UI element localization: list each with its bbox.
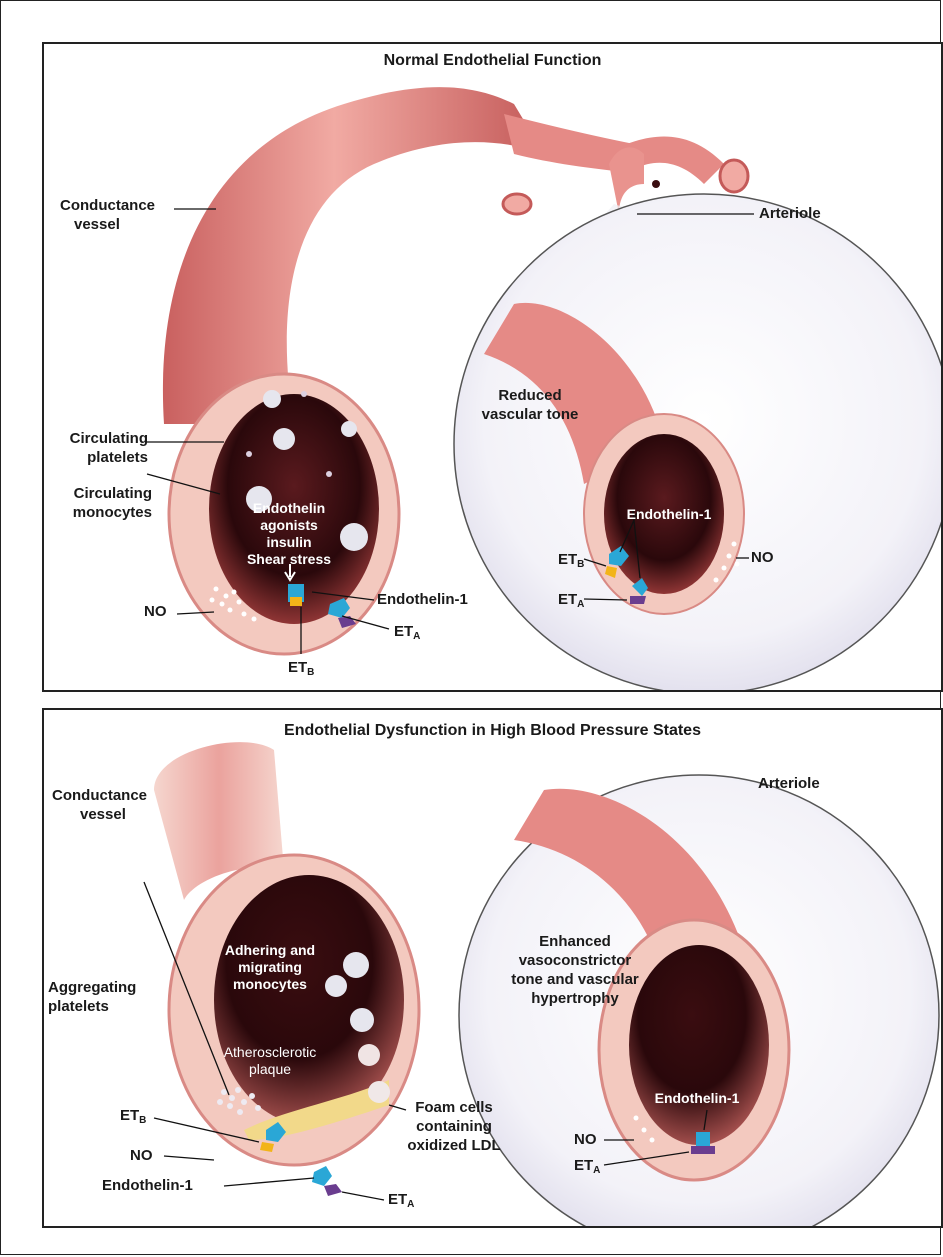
label-line: Circulating — [58, 429, 148, 448]
label-no-left: NO — [130, 1146, 153, 1165]
label-circulating-monocytes: Circulating monocytes — [58, 484, 152, 522]
eta-receptor-right-base — [630, 596, 646, 604]
label-subscript: A — [407, 1199, 414, 1210]
label-arteriole: Arteriole — [758, 774, 820, 793]
label-line: plaque — [210, 1061, 330, 1078]
label-line: Shear stress — [234, 551, 344, 568]
label-conductance-vessel: Conductance vessel — [52, 786, 147, 824]
monocyte — [273, 428, 295, 450]
label-circulating-platelets: Circulating platelets — [58, 429, 148, 467]
label-etb-right: ETB — [558, 550, 584, 574]
monocyte — [343, 952, 369, 978]
label-endothelin-left: Endothelin-1 — [102, 1176, 193, 1195]
label-text: ET — [574, 1157, 593, 1174]
label-line: platelets — [48, 997, 136, 1016]
label-line: vasoconstrictor — [500, 951, 650, 970]
label-eta-right: ETA — [558, 590, 584, 614]
label-no-left: NO — [144, 602, 167, 621]
eta-receptor-right-base — [691, 1146, 715, 1154]
label-etb-left: ETB — [120, 1106, 146, 1130]
label-line: vessel — [60, 215, 155, 234]
label-enhanced-tone: Enhanced vasoconstrictor tone and vascul… — [500, 932, 650, 1008]
label-line: Reduced — [470, 386, 590, 405]
label-eta-left: ETA — [388, 1190, 414, 1214]
label-subscript: A — [413, 631, 420, 642]
panel-normal-function: Normal Endothelial Function Conductance … — [42, 42, 943, 692]
label-line: hypertrophy — [500, 989, 650, 1008]
label-line: Enhanced — [500, 932, 650, 951]
label-line: platelets — [58, 448, 148, 467]
label-subscript: B — [577, 559, 584, 570]
label-line: monocytes — [58, 503, 152, 522]
label-line: monocytes — [210, 976, 330, 993]
label-endothelin-right: Endothelin-1 — [642, 1090, 752, 1107]
label-subscript: A — [593, 1165, 600, 1176]
label-line: tone and vascular — [500, 970, 650, 989]
label-line: Aggregating — [48, 978, 136, 997]
label-line: migrating — [210, 959, 330, 976]
platelet — [246, 451, 252, 457]
label-text: ET — [558, 551, 577, 568]
monocyte — [350, 1008, 374, 1032]
etb-receptor-base — [290, 597, 302, 606]
platelet — [263, 390, 281, 408]
label-line: Atherosclerotic — [210, 1044, 330, 1061]
arteriole-lumen — [629, 945, 769, 1145]
label-subscript: B — [307, 667, 314, 678]
label-eta-left: ETA — [394, 622, 420, 646]
panel-title-dysfunction: Endothelial Dysfunction in High Blood Pr… — [44, 722, 941, 740]
label-text: ET — [288, 659, 307, 676]
label-no-right: NO — [751, 548, 774, 567]
label-line: Conductance — [52, 786, 147, 805]
label-foam-cells: Foam cells containing oxidized LDL — [394, 1098, 514, 1155]
label-plaque: Atherosclerotic plaque — [210, 1044, 330, 1078]
platelet — [326, 471, 332, 477]
label-endothelin-right: Endothelin-1 — [614, 506, 724, 523]
label-line: Endothelin — [234, 500, 344, 517]
panel-dysfunction: Endothelial Dysfunction in High Blood Pr… — [42, 708, 943, 1228]
label-monocytes: Adhering and migrating monocytes — [210, 942, 330, 993]
label-eta-right: ETA — [574, 1156, 600, 1180]
platelet — [301, 391, 307, 397]
arteriole-opening-2 — [652, 180, 660, 188]
label-text: ET — [394, 623, 413, 640]
label-line: Conductance — [60, 196, 155, 215]
label-text: ET — [120, 1107, 139, 1124]
label-subscript: A — [577, 599, 584, 610]
branch-opening-2 — [503, 194, 531, 214]
label-etb-left: ETB — [288, 658, 314, 682]
label-line: Foam cells — [394, 1098, 514, 1117]
eta-receptor-base — [324, 1184, 342, 1196]
label-line: Adhering and — [210, 942, 330, 959]
platelet — [341, 421, 357, 437]
label-text: ET — [558, 591, 577, 608]
label-conductance-vessel: Conductance vessel — [60, 196, 155, 234]
label-endothelin-left: Endothelin-1 — [377, 590, 468, 609]
label-subscript: B — [139, 1115, 146, 1126]
label-line: containing — [394, 1117, 514, 1136]
label-line: oxidized LDL — [394, 1136, 514, 1155]
label-arteriole: Arteriole — [759, 204, 821, 223]
branch-opening — [720, 160, 748, 192]
eta-receptor-right — [696, 1132, 710, 1148]
label-line: vessel — [52, 805, 147, 824]
monocyte — [340, 523, 368, 551]
label-no-right: NO — [574, 1130, 597, 1149]
monocyte — [358, 1044, 380, 1066]
foam-cell — [368, 1081, 390, 1103]
panel-title-normal: Normal Endothelial Function — [44, 52, 941, 70]
label-text: ET — [388, 1191, 407, 1208]
label-line: insulin — [234, 534, 344, 551]
label-stimuli: Endothelin agonists insulin Shear stress — [234, 500, 344, 568]
label-line: vascular tone — [470, 405, 590, 424]
label-reduced-tone: Reduced vascular tone — [470, 386, 590, 424]
eta-receptor — [312, 1166, 332, 1186]
label-aggregating-platelets: Aggregating platelets — [48, 978, 136, 1016]
label-line: agonists — [234, 517, 344, 534]
label-line: Circulating — [58, 484, 152, 503]
normal-function-illustration — [44, 44, 943, 692]
